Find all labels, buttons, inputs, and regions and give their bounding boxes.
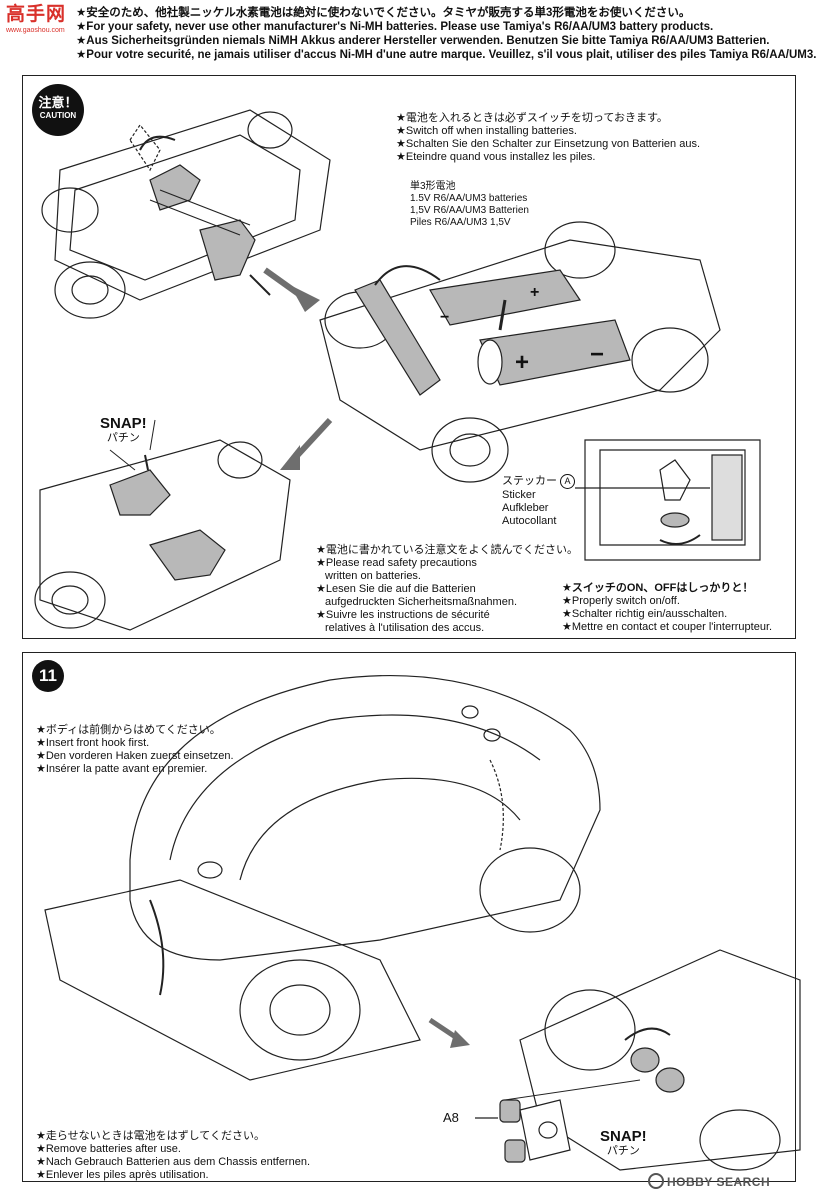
- header-line: ★安全のため、他社製ニッケル水素電池は絶対に使わないでください。タミヤが販売する…: [76, 7, 691, 19]
- header-line: ★For your safety, never use other manufa…: [76, 21, 714, 33]
- safety-line: aufgedruckten Sicherheitsmaßnahmen.: [325, 596, 517, 608]
- watermark-url: www.gaoshou.com: [6, 27, 65, 34]
- snap-callout-top: SNAP! パチン: [100, 415, 147, 445]
- sticker-label-jp: ステッカー A: [502, 474, 576, 489]
- remove-line: ★Nach Gebrauch Batterien aus dem Chassis…: [36, 1156, 311, 1168]
- safety-line: ★電池に書かれている注意文をよく読んでください。: [316, 544, 578, 556]
- snap-en: SNAP!: [600, 1128, 647, 1145]
- brand-text: HOBBY SEARCH: [667, 1175, 771, 1189]
- svg-text:−: −: [590, 341, 604, 368]
- snap-jp: パチン: [606, 1145, 640, 1157]
- sticker-label-line: Sticker: [502, 489, 536, 501]
- body-note: ★ボディは前側からはめてください。 ★Insert front hook fir…: [36, 724, 234, 776]
- brand-icon: [648, 1173, 664, 1189]
- sticker-label-line: Autocollant: [502, 515, 557, 527]
- snap-callout-bottom: SNAP! パチン: [600, 1128, 647, 1158]
- caution-en: CAUTION: [39, 111, 77, 120]
- body-line: ★ボディは前側からはめてください。: [36, 724, 221, 736]
- safety-line: ★Lesen Sie die auf die Batterien: [316, 583, 476, 595]
- safety-line: ★Please read safety precautions: [316, 557, 477, 569]
- car-body-drawing: [44, 674, 601, 1081]
- remove-line: ★走らせないときは電池をはずしてください。: [36, 1130, 265, 1142]
- remove-note: ★走らせないときは電池をはずしてください。 ★Remove batteries …: [36, 1130, 310, 1182]
- battery-panel: [22, 75, 796, 639]
- svg-text:+: +: [515, 349, 529, 376]
- header-notes: ★安全のため、他社製ニッケル水素電池は絶対に使わないでください。タミヤが販売する…: [76, 6, 816, 62]
- switch-line: ★Mettre en contact et couper l'interrupt…: [562, 621, 773, 633]
- body-line: ★Den vorderen Haken zuerst einsetzen.: [36, 750, 234, 762]
- switch-off-line: ★Schalten Sie den Schalter zur Einsetzun…: [396, 138, 700, 150]
- svg-text:−: −: [440, 309, 449, 326]
- step-number-badge: 11: [32, 660, 64, 692]
- switch-detail-drawing: [575, 439, 761, 561]
- chassis-drawing-battery: + − + −: [319, 221, 721, 483]
- switch-line: ★スイッチのON、OFFはしっかりと！: [562, 582, 754, 594]
- switch-off-line: ★Eteindre quand vous installez les piles…: [396, 151, 596, 163]
- switch-off-line: ★Switch off when installing batteries.: [396, 125, 577, 137]
- snap-jp: パチン: [106, 432, 140, 444]
- safety-line: ★Suivre les instructions de sécurité: [316, 609, 490, 621]
- header-line: ★Pour votre securité, ne jamais utiliser…: [76, 49, 816, 61]
- switch-line: ★Properly switch on/off.: [562, 595, 680, 607]
- battery-label-line: Piles R6/AA/UM3 1,5V: [410, 217, 511, 228]
- battery-label-line: 単3形電池: [410, 181, 456, 192]
- sticker-label: ステッカー A Sticker Aufkleber Autocollant: [502, 474, 576, 528]
- switch-line: ★Schalter richtig ein/ausschalten.: [562, 608, 728, 620]
- watermark-logo: 高手网 www.gaoshou.com: [6, 4, 70, 40]
- body-line: ★Insert front hook first.: [36, 737, 150, 749]
- switch-note: ★スイッチのON、OFFはしっかりと！ ★Properly switch on/…: [562, 582, 772, 634]
- remove-line: ★Remove batteries after use.: [36, 1143, 181, 1155]
- safety-line: relatives à l'utilisation des accus.: [325, 622, 485, 634]
- battery-label-line: 1,5V R6/AA/UM3 Batterien: [410, 205, 529, 216]
- part-a8-drawing: [475, 1099, 571, 1163]
- chassis-drawing-top-left: [41, 109, 331, 319]
- svg-text:+: +: [530, 284, 539, 301]
- part-label: A8: [443, 1110, 459, 1125]
- safety-line: written on batteries.: [325, 570, 421, 582]
- battery-label: 単3形電池 1.5V R6/AA/UM3 batteries 1,5V R6/A…: [410, 181, 529, 229]
- safety-note: ★電池に書かれている注意文をよく読んでください。 ★Please read sa…: [316, 544, 578, 635]
- snap-en: SNAP!: [100, 415, 147, 432]
- caution-badge: 注意！ CAUTION: [32, 84, 84, 136]
- body-line: ★Insérer la patte avant en premier.: [36, 763, 208, 775]
- watermark-chars: 高手网: [6, 4, 67, 25]
- battery-label-line: 1.5V R6/AA/UM3 batteries: [410, 193, 528, 204]
- header-line: ★Aus Sicherheitsgründen niemals NiMH Akk…: [76, 35, 770, 47]
- body-panel: [22, 652, 796, 1182]
- sticker-label-line: Aufkleber: [502, 502, 549, 514]
- remove-line: ★Enlever les piles après utilisation.: [36, 1169, 209, 1181]
- chassis-drawing-snap: [34, 419, 291, 631]
- switch-off-note: ★電池を入れるときは必ずスイッチを切っておきます。 ★Switch off wh…: [396, 112, 700, 164]
- footer-brand: HOBBY SEARCH: [648, 1173, 770, 1190]
- step-number: 11: [39, 666, 57, 685]
- sticker-marker: A: [560, 474, 576, 489]
- switch-off-line: ★電池を入れるときは必ずスイッチを切っておきます。: [396, 112, 668, 124]
- caution-jp: 注意！: [38, 95, 78, 110]
